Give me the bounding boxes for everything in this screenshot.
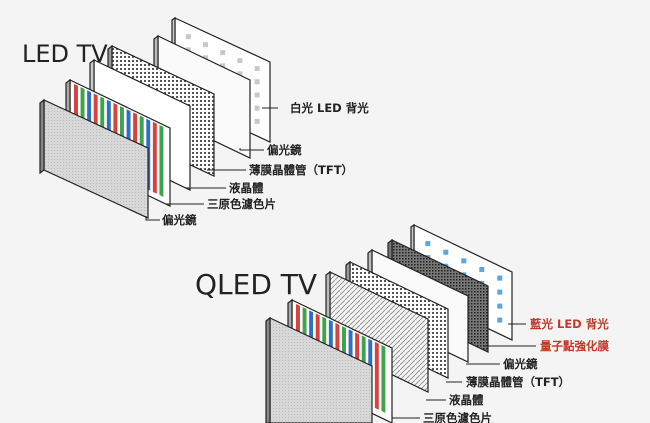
filter-stripe <box>152 121 157 194</box>
led-dot <box>203 55 209 61</box>
qled-label-color-filter: 三原色濾色片 <box>423 411 492 423</box>
qled-labels: 藍光 LED 背光 量子點強化膜 偏光鏡 薄膜晶體管（TFT） 液晶體 三原色濾… <box>392 317 609 423</box>
qled-label-polarizer: 偏光鏡 <box>503 357 538 371</box>
led-dot <box>220 63 226 69</box>
qled-tv-section: QLED TV <box>195 223 609 423</box>
qled-label-tft: 薄膜晶體管（TFT） <box>466 375 570 389</box>
led-dot <box>185 34 191 40</box>
led-dot <box>497 275 503 281</box>
led-dot <box>461 258 467 264</box>
led-dot <box>254 66 260 72</box>
led-leader-6 <box>145 216 160 221</box>
led-dot <box>425 241 431 247</box>
led-polarizer-front-layer <box>39 98 149 219</box>
qled-title: QLED TV <box>195 268 317 301</box>
filter-stripe <box>374 341 379 410</box>
led-tv-section: LED TV <box>22 16 369 227</box>
led-dot <box>497 289 503 295</box>
led-dot <box>220 50 226 56</box>
led-label-tft: 薄膜晶體管（TFT） <box>249 163 353 177</box>
led-dot <box>237 71 243 77</box>
led-dot <box>254 92 260 98</box>
qled-front-panel <box>265 316 373 423</box>
led-label-polarizer-front: 偏光鏡 <box>162 213 197 227</box>
led-label-backlight: 白光 LED 背光 <box>290 101 369 115</box>
led-dot <box>479 266 485 272</box>
led-label-polarizer-back: 偏光鏡 <box>267 143 302 157</box>
qled-label-quantum-dot-film: 量子點強化膜 <box>540 339 609 353</box>
qled-label-liquid-crystal: 液晶體 <box>449 393 484 407</box>
led-labels: 白光 LED 背光 偏光鏡 薄膜晶體管（TFT） 液晶體 三原色濾色片 偏光鏡 <box>145 101 369 227</box>
led-dot <box>497 303 503 309</box>
led-dot <box>203 42 209 48</box>
led-dot <box>443 249 449 255</box>
led-dot <box>254 118 260 124</box>
led-leader-2 <box>239 148 264 151</box>
led-dot <box>254 105 260 111</box>
led-dot <box>254 79 260 85</box>
led-label-liquid-crystal: 液晶體 <box>229 181 264 195</box>
qled-label-backlight: 藍光 LED 背光 <box>530 317 609 331</box>
filter-stripe <box>159 125 164 197</box>
led-dot <box>497 317 503 323</box>
led-label-color-filter: 三原色濾色片 <box>207 197 276 211</box>
led-dot <box>237 58 243 64</box>
filter-stripe <box>381 345 386 413</box>
